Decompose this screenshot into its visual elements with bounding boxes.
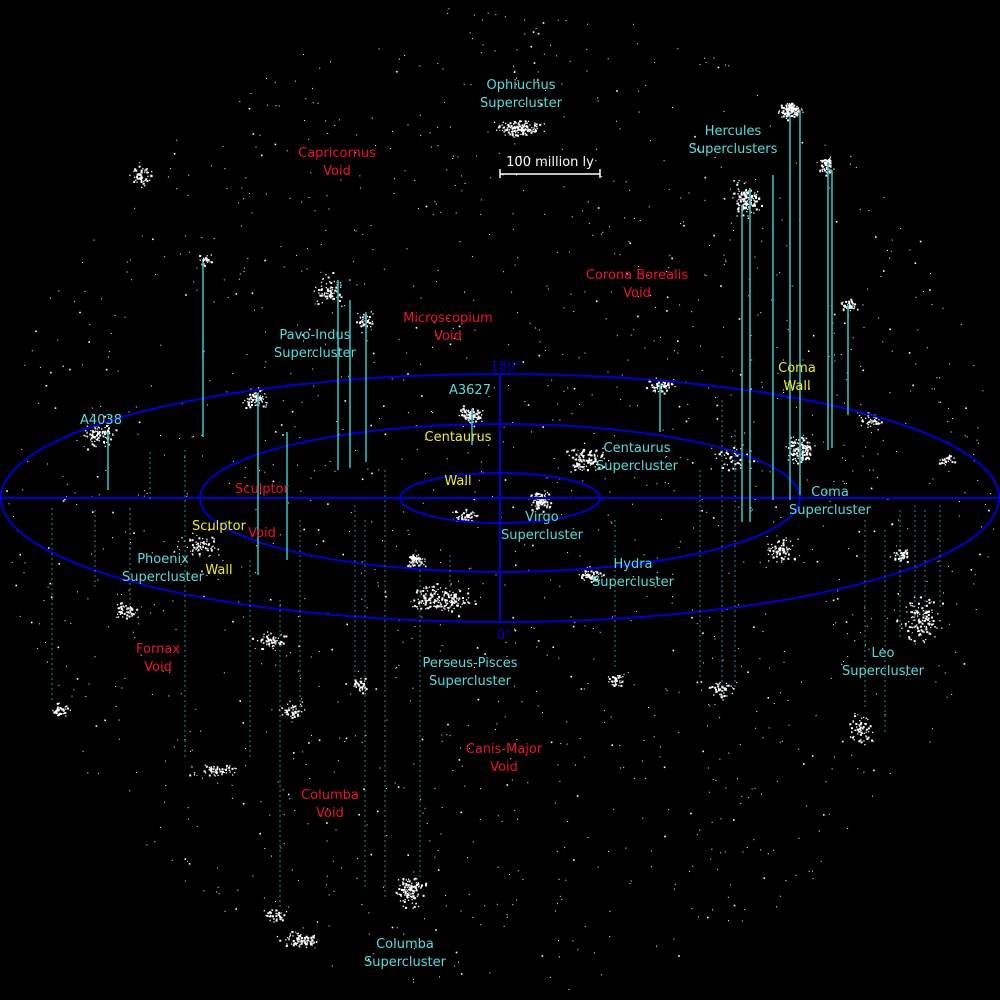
label-line: Hercules bbox=[705, 124, 762, 139]
label-line: Supercluster bbox=[501, 528, 584, 543]
label-line: Wall bbox=[783, 379, 810, 394]
label-line: Microscopium bbox=[403, 311, 493, 326]
label-line: Capricornus bbox=[298, 146, 376, 161]
label-line: Hydra bbox=[613, 557, 652, 572]
label-line: Supercluster bbox=[364, 955, 447, 970]
label-line: Columba bbox=[376, 937, 434, 952]
label-line: Coma bbox=[778, 361, 816, 376]
label-line: Supercluster bbox=[842, 664, 925, 679]
label-line: Virgo bbox=[525, 510, 559, 525]
label-line: Perseus-Pisces bbox=[422, 656, 517, 671]
scale-bar-label: 100 million ly bbox=[506, 155, 594, 170]
label-line: Supercluster bbox=[122, 570, 205, 585]
label-line: A3627 bbox=[449, 383, 491, 398]
a4038-supercluster-label: A4038 bbox=[80, 413, 122, 428]
label-line: Coma bbox=[811, 485, 849, 500]
label-line: Supercluster bbox=[592, 575, 675, 590]
label-line: Void bbox=[323, 164, 351, 179]
label-line: Canis-Major bbox=[466, 742, 543, 757]
label-line: Centaurus bbox=[425, 430, 492, 445]
galaxy-field bbox=[5, 8, 995, 990]
label-line: Void bbox=[248, 526, 276, 541]
label-line: Superclusters bbox=[689, 142, 778, 157]
label-line: Wall bbox=[205, 563, 232, 578]
a3627-supercluster-label: A3627 bbox=[449, 383, 491, 398]
label-line: Supercluster bbox=[789, 503, 872, 518]
label-line: Void bbox=[623, 286, 651, 301]
label-line: Void bbox=[490, 760, 518, 775]
label-line: Sculptor bbox=[235, 482, 290, 497]
label-line: Centaurus bbox=[604, 441, 671, 456]
label-line: Corona Borealis bbox=[586, 268, 689, 283]
label-line: Supercluster bbox=[274, 346, 357, 361]
label-line: Supercluster bbox=[480, 96, 563, 111]
label-line: Wall bbox=[444, 474, 471, 489]
label-line: Supercluster bbox=[429, 674, 512, 689]
label-line: Ophiuchus bbox=[487, 78, 556, 93]
galactic-plane-grid bbox=[0, 373, 1000, 623]
label-line: Pavo-Indus bbox=[279, 328, 350, 343]
label-line: Columba bbox=[301, 788, 359, 803]
label-line: Supercluster bbox=[596, 459, 679, 474]
scale-bar: 100 million ly bbox=[499, 155, 601, 178]
label-line: Void bbox=[316, 806, 344, 821]
label-line: Leo bbox=[872, 646, 895, 661]
label-line: Void bbox=[144, 660, 172, 675]
angle-label-bottom: 0° bbox=[497, 628, 512, 643]
angle-label-top: 180° bbox=[490, 360, 521, 375]
label-line: Fornax bbox=[136, 642, 180, 657]
drop-lines bbox=[51, 110, 941, 910]
label-line: Void bbox=[434, 329, 462, 344]
label-line: Phoenix bbox=[137, 552, 189, 567]
label-line: Sculptor bbox=[192, 519, 247, 534]
label-line: A4038 bbox=[80, 413, 122, 428]
